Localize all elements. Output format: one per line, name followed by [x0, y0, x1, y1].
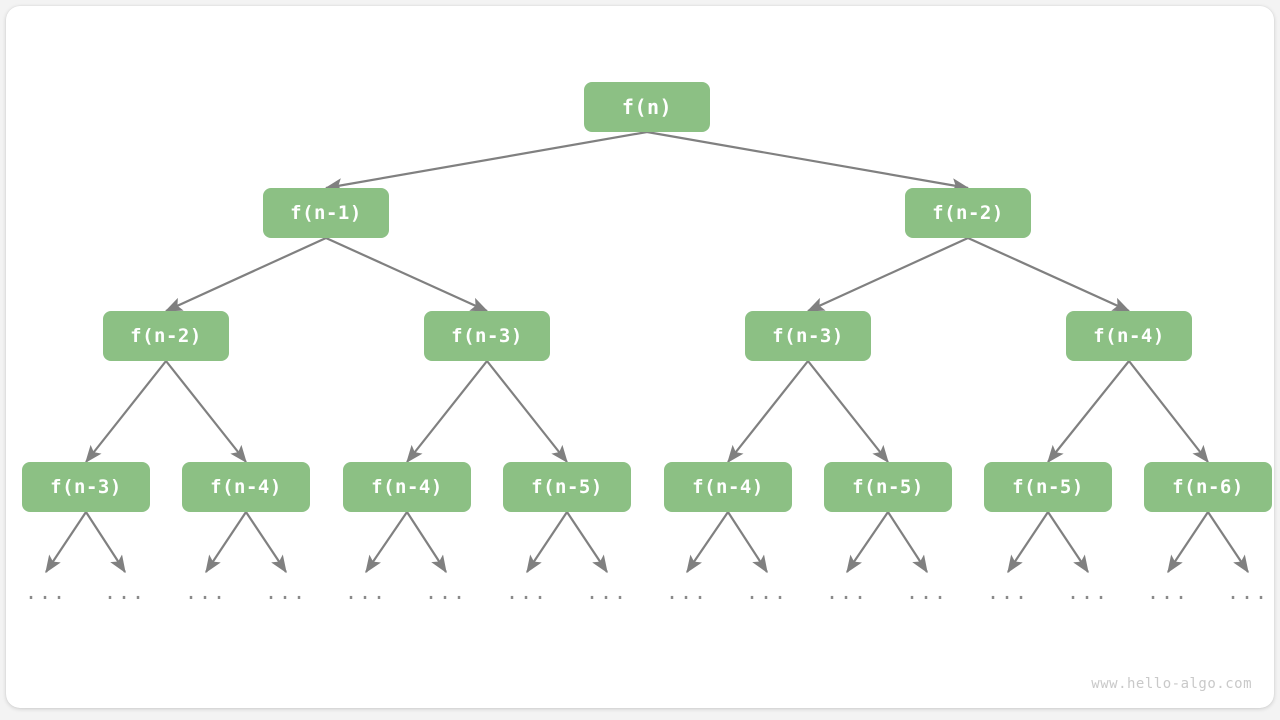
ellipsis-leaf: ... [344, 580, 388, 604]
tree-node-l3-7: f(n-6) [1144, 462, 1272, 512]
tree-edge [807, 360, 889, 464]
tree-node-l0-0: f(n) [584, 82, 710, 132]
tree-edge [887, 511, 928, 574]
ellipsis-leaf: ... [585, 580, 629, 604]
tree-edge [486, 360, 568, 464]
tree-edge [646, 130, 970, 193]
watermark: www.hello-algo.com [1091, 676, 1252, 692]
tree-edge [566, 511, 608, 574]
tree-edge [164, 236, 327, 313]
tree-node-l2-2: f(n-3) [745, 311, 871, 361]
tree-edge [686, 511, 729, 574]
tree-node-l3-5: f(n-5) [824, 462, 952, 512]
tree-edge [325, 236, 489, 313]
diagram-card: f(n) f(n-1) f(n-2) f(n-2) f(n-3) f(n-3) f(n-4)… [6, 6, 1274, 708]
tree-node-l3-2: f(n-4) [343, 462, 471, 512]
tree-node-l1-0: f(n-1) [263, 188, 389, 238]
tree-node-l2-3: f(n-4) [1066, 311, 1192, 361]
ellipsis-leaf: ... [825, 580, 869, 604]
ellipsis-leaf: ... [905, 580, 949, 604]
tree-edge [1167, 511, 1209, 574]
tree-edge [1047, 360, 1130, 464]
ellipsis-leaf: ... [184, 580, 228, 604]
ellipsis-leaf: ... [986, 580, 1030, 604]
tree-edge [205, 511, 247, 574]
ellipsis-leaf: ... [103, 580, 147, 604]
tree-edge [727, 511, 768, 574]
tree-edge [45, 511, 87, 574]
tree-edge [85, 360, 167, 464]
ellipsis-leaf: ... [505, 580, 549, 604]
tree-edge [165, 360, 247, 464]
tree-node-l2-0: f(n-2) [103, 311, 229, 361]
tree-edge [1047, 511, 1089, 574]
tree-node-l2-1: f(n-3) [424, 311, 550, 361]
tree-edge [806, 236, 969, 313]
tree-edge [85, 511, 126, 574]
tree-node-l3-1: f(n-4) [182, 462, 310, 512]
tree-edge [1128, 360, 1209, 464]
tree-node-l3-6: f(n-5) [984, 462, 1112, 512]
ellipsis-leaf: ... [665, 580, 709, 604]
tree-edge [846, 511, 889, 574]
tree-edge [526, 511, 568, 574]
tree-edge [324, 130, 648, 193]
tree-edge [365, 511, 408, 574]
ellipsis-leaf: ... [745, 580, 789, 604]
tree-edge [1007, 511, 1049, 574]
ellipsis-leaf: ... [1066, 580, 1110, 604]
tree-edge [1207, 511, 1249, 574]
tree-node-l3-4: f(n-4) [664, 462, 792, 512]
ellipsis-leaf: ... [1146, 580, 1190, 604]
tree-node-l3-3: f(n-5) [503, 462, 631, 512]
tree-edge [245, 511, 287, 574]
tree-node-l1-1: f(n-2) [905, 188, 1031, 238]
tree-edge [406, 360, 488, 464]
ellipsis-leaf: ... [1226, 580, 1270, 604]
tree-node-l3-0: f(n-3) [22, 462, 150, 512]
ellipsis-leaf: ... [24, 580, 68, 604]
tree-edge [967, 236, 1131, 313]
tree-edge [406, 511, 447, 574]
ellipsis-leaf: ... [264, 580, 308, 604]
tree-edge [727, 360, 809, 464]
ellipsis-leaf: ... [424, 580, 468, 604]
